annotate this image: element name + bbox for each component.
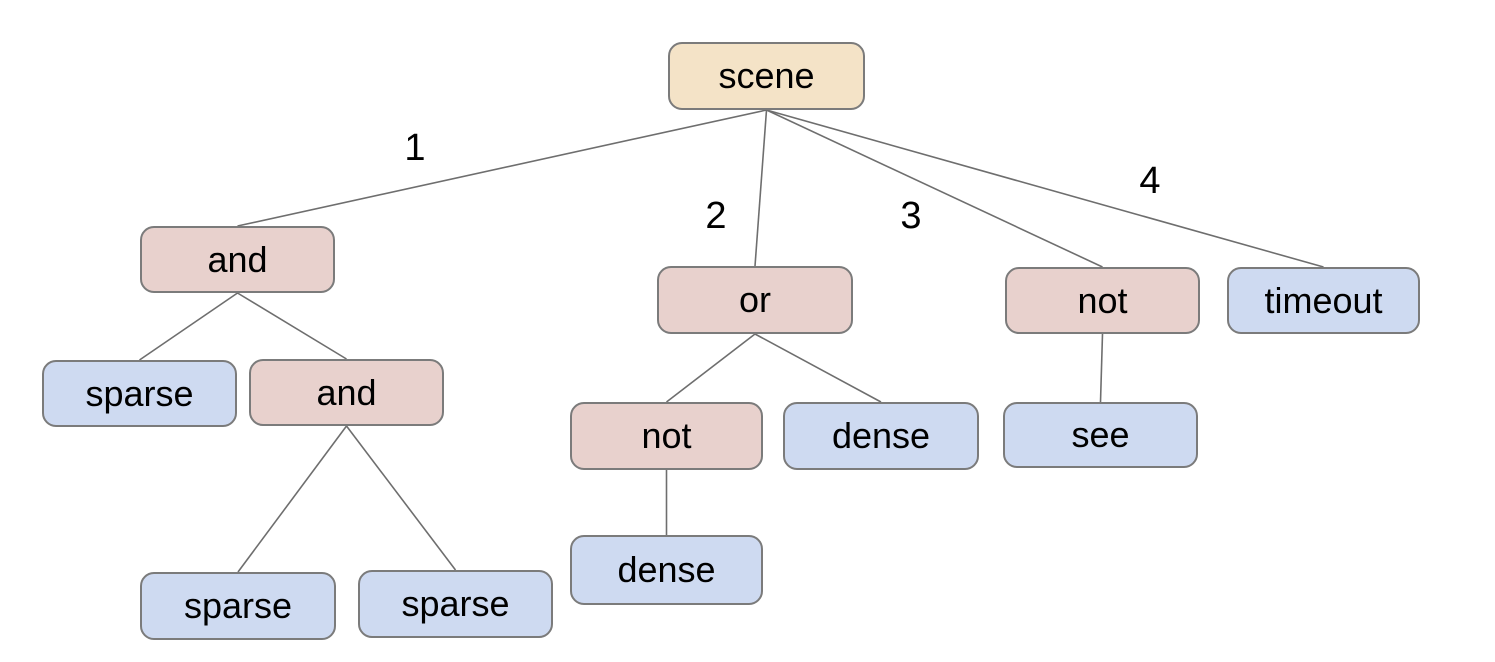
edge-and-b-to-sparse-c [345,425,457,571]
node-or-a: or [657,266,853,334]
edge-scene-to-not-top [766,109,1103,268]
edge-label-1: 1 [404,127,426,169]
node-not-mid: not [570,402,763,470]
edge-or-a-to-dense-a [754,333,882,403]
node-see-a: see [1003,402,1198,468]
node-not-top: not [1005,267,1200,334]
edge-label-3: 3 [900,195,922,237]
node-dense-b: dense [570,535,763,605]
edge-not-top-to-see-a [1099,333,1104,403]
edge-and-b-to-sparse-b [237,425,348,573]
edge-label-4: 4 [1139,160,1161,202]
edge-and-a-to-and-b [237,292,347,360]
node-sparse-c: sparse [358,570,553,638]
node-timeout-a: timeout [1227,267,1420,334]
edge-and-a-to-sparse-a [139,292,238,361]
node-dense-a: dense [783,402,979,470]
node-sparse-b: sparse [140,572,336,640]
edge-scene-to-or-a [754,109,768,267]
edge-scene-to-timeout-a [766,109,1324,268]
node-sparse-a: sparse [42,360,237,427]
edge-or-a-to-not-mid [666,333,756,403]
node-and-a: and [140,226,335,293]
edge-scene-to-and-a [237,109,767,227]
edge-label-2: 2 [705,195,727,237]
node-scene: scene [668,42,865,110]
node-and-b: and [249,359,444,426]
